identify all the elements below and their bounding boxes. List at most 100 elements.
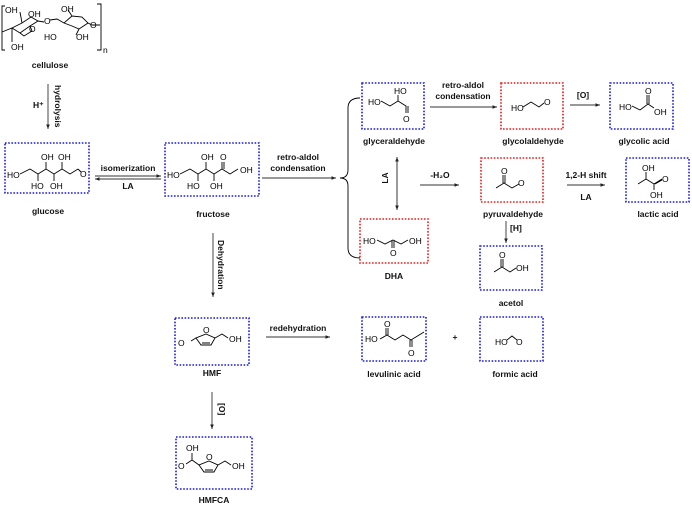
condition-la: LA bbox=[380, 172, 390, 183]
acetol-structure: O OH bbox=[493, 250, 529, 273]
pyruvaldehyde-structure: O O bbox=[495, 166, 525, 189]
condition-condensation: condensation bbox=[270, 163, 325, 173]
levulinic-acid-structure: O HO O bbox=[365, 319, 425, 358]
atom-label: HO bbox=[167, 170, 180, 180]
condition-minus-water: -H₂O bbox=[430, 170, 450, 180]
condition-retro-aldol: retro-aldol bbox=[277, 152, 319, 162]
polymer-n-label: n bbox=[103, 45, 108, 55]
lactic-acid-structure: OH O OH bbox=[637, 163, 669, 200]
lactic-acid-box bbox=[625, 157, 690, 203]
atom-label: OH bbox=[50, 181, 63, 191]
atom-label: O bbox=[518, 178, 525, 188]
condition-la: LA bbox=[580, 192, 591, 202]
atom-label: O bbox=[206, 452, 213, 462]
atom-label: O bbox=[645, 86, 652, 96]
glucose-box bbox=[4, 142, 90, 194]
pyruvaldehyde-box bbox=[480, 157, 544, 203]
plus-sign: + bbox=[453, 332, 458, 342]
atom-label: O bbox=[44, 16, 51, 26]
fructose-structure: HO OH O HO OH OH bbox=[167, 152, 253, 191]
compound-name-formic-acid: formic acid bbox=[492, 369, 537, 379]
compound-name-acetol: acetol bbox=[499, 298, 524, 308]
atom-label: O bbox=[90, 20, 97, 30]
condition-oxidation: [O] bbox=[577, 90, 589, 100]
atom-label: HO bbox=[368, 97, 381, 107]
condition-h-plus: H⁺ bbox=[33, 100, 44, 110]
compound-name-glucose: glucose bbox=[32, 206, 64, 216]
compound-name-glycolaldehyde: glycolaldehyde bbox=[502, 136, 564, 146]
glyceraldehyde-box bbox=[361, 82, 425, 130]
acetol-box bbox=[479, 245, 543, 291]
atom-label: OH bbox=[186, 443, 199, 453]
atom-label: OH bbox=[28, 9, 41, 19]
atom-label: OH bbox=[642, 163, 655, 173]
atom-label: O bbox=[544, 97, 551, 107]
atom-label: HO bbox=[31, 181, 44, 191]
atom-label: O bbox=[384, 319, 391, 329]
glycolic-acid-structure: O HO OH bbox=[619, 86, 667, 117]
atom-label: OH bbox=[201, 152, 214, 162]
condition-hydride-shift: 1,2-H shift bbox=[565, 170, 606, 180]
atom-label: OH bbox=[58, 152, 71, 162]
atom-label: OH bbox=[41, 152, 54, 162]
atom-label: OH bbox=[240, 165, 253, 175]
condition-isomerization: isomerization bbox=[101, 163, 156, 173]
atom-label: HO bbox=[619, 102, 632, 112]
atom-label: HO bbox=[394, 86, 407, 96]
compound-name-hmf: HMF bbox=[203, 368, 221, 378]
atom-label: O bbox=[516, 337, 523, 347]
atom-label: OH bbox=[229, 334, 242, 344]
atom-label: OH bbox=[210, 181, 223, 191]
atom-label: HO bbox=[365, 334, 378, 344]
dha-structure: HO O OH bbox=[363, 236, 422, 258]
compound-name-hmfca: HMFCA bbox=[199, 495, 230, 505]
condition-redehydration: redehydration bbox=[270, 323, 327, 333]
atom-label: O bbox=[80, 169, 87, 179]
atom-label: HO bbox=[495, 337, 508, 347]
atom-label: HO bbox=[511, 103, 524, 113]
atom-label: O bbox=[499, 250, 506, 260]
atom-label: OH bbox=[650, 190, 663, 200]
atom-label: O bbox=[203, 325, 210, 335]
atom-label: OH bbox=[409, 236, 422, 246]
condition-la: LA bbox=[122, 181, 133, 191]
atom-label: HO bbox=[7, 170, 20, 180]
compound-name-glycolic-acid: glycolic acid bbox=[618, 136, 669, 146]
condition-oxidation: [O] bbox=[217, 403, 227, 415]
cellulose-structure: OH OH O OH O HO OH O OH n bbox=[1, 3, 108, 55]
atom-label: O bbox=[29, 24, 36, 34]
atom-label: HO bbox=[44, 32, 57, 42]
condition-retro-aldol: retro-aldol bbox=[442, 80, 484, 90]
compound-name-pyruvaldehyde: pyruvaldehyde bbox=[483, 209, 543, 219]
compound-name-dha: DHA bbox=[385, 271, 403, 281]
glycolaldehyde-box bbox=[500, 82, 564, 130]
atom-label: OH bbox=[11, 42, 24, 52]
brace bbox=[339, 97, 361, 259]
condition-condensation: condensation bbox=[435, 91, 490, 101]
hmfca-structure: OH O O OH bbox=[178, 443, 245, 473]
hmf-box bbox=[174, 317, 250, 366]
atom-label: O bbox=[662, 174, 669, 184]
atom-label: OH bbox=[232, 461, 245, 471]
atom-label: OH bbox=[5, 5, 18, 15]
atom-label: OH bbox=[76, 32, 89, 42]
compound-name-lactic-acid: lactic acid bbox=[637, 209, 678, 219]
levulinic-acid-box bbox=[361, 316, 427, 362]
atom-label: O bbox=[408, 348, 415, 358]
atom-label: O bbox=[178, 461, 185, 471]
dha-box bbox=[359, 218, 429, 264]
atom-label: OH bbox=[61, 4, 74, 14]
atom-label: O bbox=[501, 166, 508, 176]
glucose-structure: HO OH OH HO OH O bbox=[7, 152, 87, 191]
atom-label: O bbox=[390, 248, 397, 258]
atom-label: OH bbox=[654, 107, 667, 117]
atom-label: HO bbox=[363, 236, 376, 246]
compound-name-cellulose: cellulose bbox=[32, 60, 69, 70]
formic-acid-box bbox=[479, 316, 544, 362]
compound-name-levulinic-acid: levulinic acid bbox=[367, 369, 420, 379]
glycolaldehyde-structure: HO O bbox=[511, 97, 551, 113]
hmf-structure: O O OH bbox=[178, 325, 242, 348]
condition-dehydration: Dehydration bbox=[216, 240, 226, 290]
